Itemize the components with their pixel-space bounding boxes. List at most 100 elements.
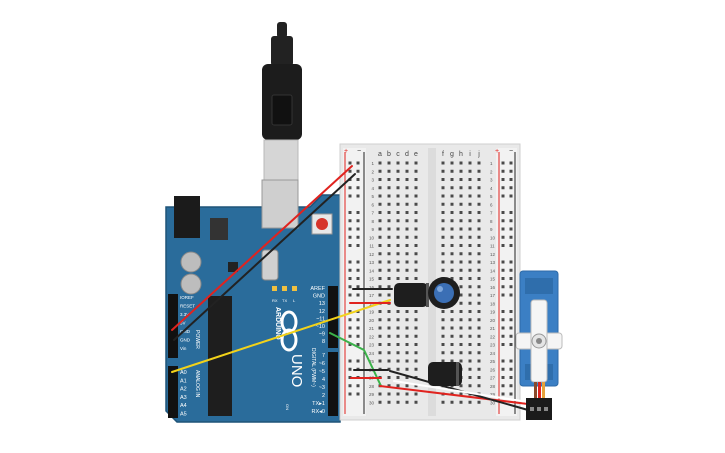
hole [396, 268, 400, 272]
hole [387, 260, 391, 264]
rail-hole [501, 293, 505, 297]
hole [387, 326, 391, 330]
rail-hole [356, 211, 360, 214]
row-label: 27 [490, 376, 496, 381]
power-header-strip [168, 294, 178, 358]
hole [459, 318, 463, 322]
column-label: d [405, 151, 409, 158]
rail-hole [356, 186, 360, 190]
rail-hole [509, 318, 513, 322]
rail-hole [501, 277, 505, 280]
hole [477, 235, 481, 239]
hole [387, 318, 391, 322]
digital-pin-label: ~5 [319, 369, 325, 375]
hole [405, 359, 409, 363]
rail-hole [509, 384, 513, 388]
rail-hole [348, 277, 352, 280]
row-label: 13 [369, 260, 375, 265]
analog-pin-label: A3 [180, 395, 187, 401]
hole [405, 400, 409, 404]
analog-pin-label: A0 [180, 370, 187, 376]
hole [387, 211, 391, 214]
hole [414, 202, 418, 206]
column-label: h [459, 151, 463, 158]
rail-hole [356, 219, 360, 223]
row-label: 5 [490, 194, 493, 199]
capacitor-bottom [428, 362, 462, 386]
row-label: 23 [369, 343, 375, 348]
hole [405, 178, 409, 181]
yellow-wire-signal [171, 299, 391, 373]
rail-hole [356, 326, 360, 330]
hole [387, 351, 391, 355]
hole [468, 244, 472, 247]
hole [414, 277, 418, 280]
on-label: ON [285, 404, 290, 410]
rail-hole [348, 376, 352, 379]
hole [468, 235, 472, 239]
row-label: 23 [490, 343, 496, 348]
hole [450, 169, 454, 173]
row-label: 19 [490, 310, 496, 315]
rail-hole [348, 161, 352, 165]
hole [468, 334, 472, 338]
row-label: 17 [490, 293, 496, 298]
hole [459, 285, 463, 289]
hole [477, 351, 481, 355]
hole [468, 252, 472, 256]
column-label: i [469, 151, 471, 158]
hole [459, 202, 463, 206]
hole [387, 277, 391, 280]
rail-hole [501, 310, 505, 313]
hole [387, 202, 391, 206]
hole [414, 359, 418, 363]
hole [441, 351, 445, 355]
row-label: 6 [490, 202, 493, 207]
black-wire-gnd [173, 173, 356, 341]
row-label: 3 [490, 178, 493, 183]
hole [450, 326, 454, 330]
hole [468, 400, 472, 404]
row-label: 15 [490, 277, 496, 282]
hole [450, 227, 454, 231]
hole [396, 343, 400, 346]
hole [477, 334, 481, 338]
hole [414, 318, 418, 322]
row-label: 5 [371, 194, 374, 199]
hole [468, 367, 472, 371]
rail-hole [356, 359, 360, 363]
rail-hole [356, 244, 360, 247]
hole [378, 277, 382, 280]
row-label: 3 [371, 178, 374, 183]
hole [414, 384, 418, 388]
hole [378, 227, 382, 231]
row-label: 30 [369, 400, 375, 405]
power-pin-label: GND [180, 338, 191, 343]
rail-hole [356, 161, 360, 165]
hole [468, 293, 472, 297]
row-label: 10 [369, 235, 375, 240]
digital-pin-label: AREF [310, 286, 325, 292]
hole [387, 161, 391, 165]
hole [441, 194, 445, 198]
row-label: 1 [371, 161, 374, 166]
digital-pin-label: RX◂0 [312, 409, 325, 415]
hole [459, 392, 463, 396]
hole [477, 169, 481, 173]
column-label: g [450, 151, 454, 158]
hole [396, 194, 400, 198]
hole [405, 219, 409, 223]
hole [405, 268, 409, 272]
hole [396, 277, 400, 280]
rail-hole [509, 194, 513, 198]
hole [450, 268, 454, 272]
hole [387, 376, 391, 379]
power-pin-label: 3.3V [180, 312, 189, 317]
hole [414, 400, 418, 404]
hole [468, 351, 472, 355]
rail-hole [509, 161, 513, 165]
row-label: 29 [369, 392, 375, 397]
hole [387, 244, 391, 247]
hole [450, 219, 454, 223]
hole [414, 244, 418, 247]
